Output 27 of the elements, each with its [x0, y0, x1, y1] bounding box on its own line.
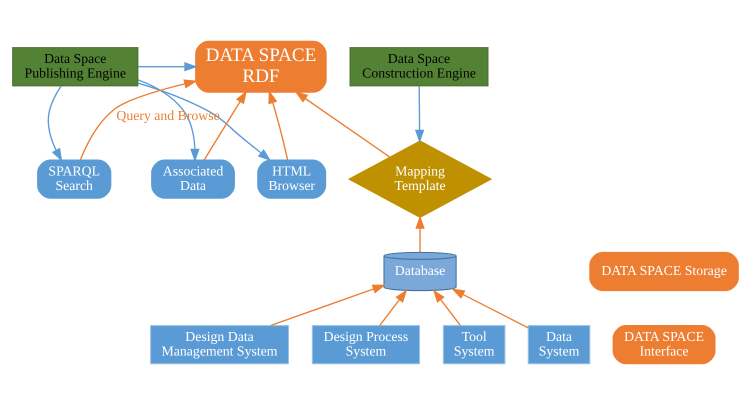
- arrow: [451, 288, 528, 328]
- arrow: [80, 78, 198, 160]
- node-box: Design Process System: [312, 324, 420, 364]
- arrow: [294, 90, 390, 158]
- arrow: [204, 90, 247, 160]
- node-box: Data Space Construction Engine: [350, 46, 488, 86]
- arrow: [415, 214, 425, 252]
- node-box: Design Data Management System: [150, 324, 290, 364]
- arrow: [379, 288, 408, 326]
- node-box: DATA SPACE Storage: [589, 251, 739, 291]
- node-box: DATA SPACE RDF: [195, 40, 327, 92]
- node-box: Data Space Publishing Engine: [12, 46, 138, 86]
- node-box: HTML Browser: [257, 159, 326, 198]
- node-box: SPARQL Search: [37, 159, 112, 198]
- node-box: Tool System: [442, 324, 506, 364]
- node-box: Data System: [528, 324, 590, 364]
- arrow: [270, 284, 386, 326]
- arrow: [268, 90, 288, 160]
- node-diamond: Mapping Template: [348, 140, 492, 218]
- arrow: [414, 85, 424, 143]
- node-box: DATA SPACE Interface: [612, 324, 716, 364]
- arrow: [48, 85, 62, 162]
- arrow: [432, 288, 461, 326]
- arrow: [138, 82, 272, 161]
- node-box: Associated Data: [151, 159, 235, 198]
- arrow: [138, 78, 200, 162]
- arrow: [138, 62, 198, 71]
